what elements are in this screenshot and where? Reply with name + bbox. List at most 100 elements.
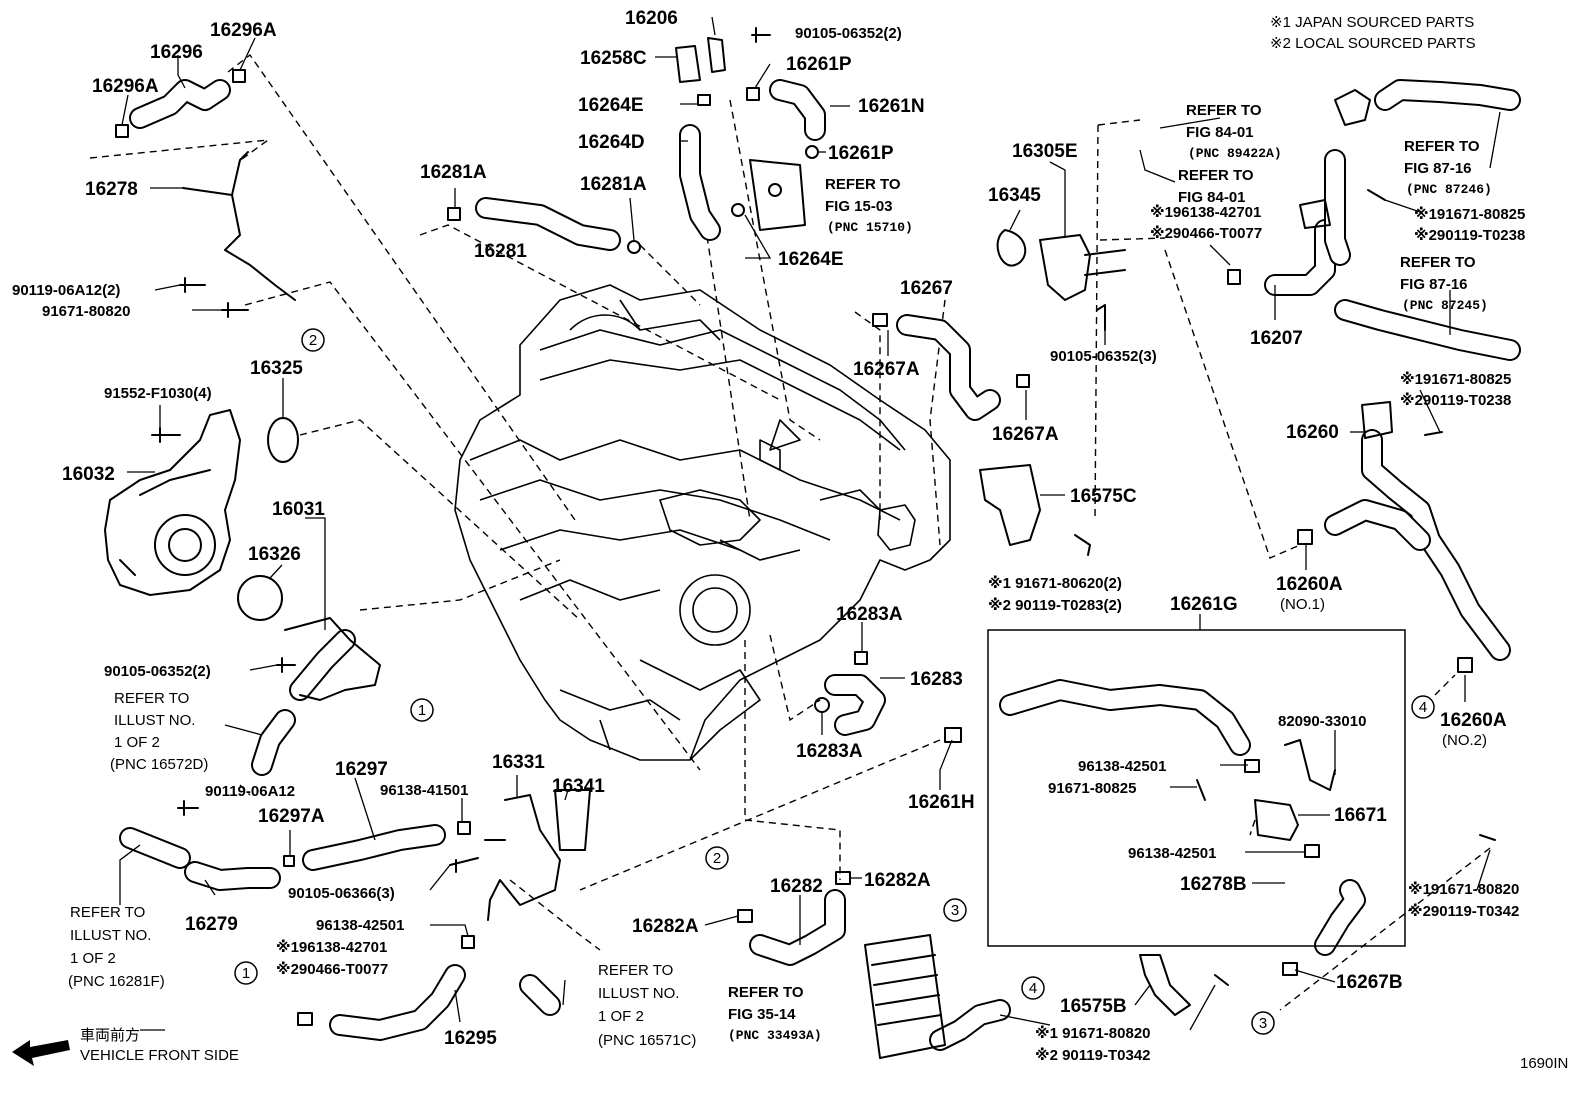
label-16278: 16278	[85, 179, 138, 200]
label-16282A-right: 16282A	[864, 870, 931, 891]
ref-illust-d-l1: REFER TO	[114, 690, 189, 707]
front-label-en: VEHICLE FRONT SIDE	[80, 1047, 239, 1064]
alt-ref-6-line2: ※2 90119-T0342	[1035, 1046, 1151, 1064]
label-16258C: 16258C	[580, 48, 647, 69]
ref-fig1503-l3: (PNC 15710)	[827, 220, 913, 235]
label-16260A-1: 16260A	[1276, 574, 1343, 595]
refer-to-figures: REFER TO FIG 84-01 (PNC 89422A) REFER TO…	[68, 102, 1492, 1049]
callout-4-a: 4	[1029, 980, 1037, 997]
label-16283A-bot: 16283A	[796, 741, 863, 762]
label-96138-42501-b: 96138-42501	[1128, 845, 1216, 862]
bracket-16575B	[1139, 954, 1191, 1016]
label-16282: 16282	[770, 876, 823, 897]
alt-ref-7-line1: ※196138-42701	[276, 938, 387, 956]
callout-markers: 2 1 1 2 3 4 4 3	[234, 328, 1435, 1035]
label-16575B: 16575B	[1060, 996, 1127, 1017]
alt-ref-4-line1: ※1 91671-80620(2)	[988, 574, 1122, 592]
label-16264D: 16264D	[578, 132, 645, 153]
gasket-16206	[675, 37, 726, 83]
alt-ref-5-line1: ※191671-80820	[1408, 880, 1519, 898]
ref-fig8716b-l2: FIG 87-16	[1400, 276, 1468, 293]
bracket-16575C	[979, 464, 1041, 546]
note-no1: (NO.1)	[1280, 596, 1325, 613]
label-16207: 16207	[1250, 328, 1303, 349]
part-labels: 16296A 16296 16296A 16278 90119-06A12(2)…	[12, 8, 1507, 1049]
label-96138-42501-a: 96138-42501	[1078, 758, 1166, 775]
ref-fig8401b-l2: FIG 84-01	[1178, 189, 1246, 206]
label-16325: 16325	[250, 358, 303, 379]
legend-local-sourced: ※2 LOCAL SOURCED PARTS	[1270, 35, 1476, 52]
label-16261P-mid: 16261P	[828, 143, 894, 164]
label-90119-06A12: 90119-06A12	[205, 783, 295, 800]
water-inlet-16031	[284, 617, 381, 701]
gasket-16326	[237, 575, 283, 621]
ref-fig8716b-l3: (PNC 87245)	[1402, 298, 1488, 313]
label-16260A-2: 16260A	[1440, 710, 1507, 731]
hoses	[119, 79, 1521, 1051]
label-16282A-left: 16282A	[632, 916, 699, 937]
connection-lines	[89, 53, 1491, 1011]
engine-block	[454, 284, 951, 761]
ref-fig8716a-l3: (PNC 87246)	[1406, 182, 1492, 197]
alt-ref-5-line2: ※290119-T0342	[1408, 902, 1519, 920]
label-16296A-left: 16296A	[92, 76, 159, 97]
label-16261N: 16261N	[858, 96, 925, 117]
label-16267B: 16267B	[1336, 972, 1403, 993]
label-91552-F1030: 91552-F1030(4)	[104, 385, 212, 402]
ref-illust-c-l2: ILLUST NO.	[598, 985, 679, 1002]
ref-fig8401a-l2: FIG 84-01	[1186, 124, 1254, 141]
callout-2-b: 2	[713, 850, 721, 867]
label-16267A-bot: 16267A	[992, 424, 1059, 445]
label-90105-06352-2-top: 90105-06352(2)	[795, 25, 902, 42]
ref-illust-f-l1: REFER TO	[70, 904, 145, 921]
callout-1-a: 1	[418, 702, 426, 719]
ref-illust-c-l4: (PNC 16571C)	[598, 1032, 696, 1049]
front-arrow-icon	[12, 1040, 70, 1066]
ref-illust-f-l3: 1 OF 2	[70, 950, 116, 967]
front-label-jp: 車両前方	[80, 1027, 140, 1044]
label-90105-06366-3: 90105-06366(3)	[288, 885, 395, 902]
label-16296A-top: 16296A	[210, 20, 277, 41]
label-16305E: 16305E	[1012, 141, 1078, 162]
label-16283: 16283	[910, 669, 963, 690]
label-16206: 16206	[625, 8, 678, 29]
label-16326: 16326	[248, 544, 301, 565]
ref-fig8401a-l1: REFER TO	[1186, 102, 1262, 119]
subassembly-box-16261G	[987, 629, 1406, 947]
label-91671-80820-left: 91671-80820	[42, 303, 130, 320]
label-16261H: 16261H	[908, 792, 975, 813]
leader-lines	[119, 16, 1501, 1031]
ref-illust-c-l1: REFER TO	[598, 962, 673, 979]
ref-fig8401b-l1: REFER TO	[1178, 167, 1254, 184]
label-16331: 16331	[492, 752, 545, 773]
label-16345: 16345	[988, 185, 1041, 206]
label-16261P-top: 16261P	[786, 54, 852, 75]
hose-assy-16207-upper	[1299, 89, 1371, 229]
cover-fig-15-03	[749, 159, 806, 231]
label-16264E-bot: 16264E	[778, 249, 844, 270]
label-96138-41501: 96138-41501	[380, 782, 468, 799]
ref-illust-d-l2: ILLUST NO.	[114, 712, 195, 729]
label-16279: 16279	[185, 914, 238, 935]
ref-fig3514-l3: (PNC 33493A)	[728, 1028, 822, 1043]
ref-fig8401a-l3: (PNC 89422A)	[1188, 146, 1282, 161]
label-16267: 16267	[900, 278, 953, 299]
label-82090-33010: 82090-33010	[1278, 713, 1366, 730]
ref-illust-c-l3: 1 OF 2	[598, 1008, 644, 1025]
label-16671: 16671	[1334, 805, 1387, 826]
callout-4-b: 4	[1419, 699, 1427, 716]
ref-fig1503-l1: REFER TO	[825, 176, 901, 193]
label-91671-80825-box: 91671-80825	[1048, 780, 1136, 797]
water-outlet-16305E	[996, 229, 1126, 301]
alt-ref-1-line2: ※290466-T0077	[1150, 224, 1262, 242]
label-16264E-top: 16264E	[578, 95, 644, 116]
ref-fig1503-l2: FIG 15-03	[825, 198, 893, 215]
ref-fig8716a-l1: REFER TO	[1404, 138, 1480, 155]
valve-16260	[1361, 401, 1393, 439]
ref-illust-d-l3: 1 OF 2	[114, 734, 160, 751]
callout-1-b: 1	[242, 965, 250, 982]
ref-fig3514-l1: REFER TO	[728, 984, 804, 1001]
alt-ref-4-line2: ※2 90119-T0283(2)	[988, 596, 1122, 614]
alt-ref-2-line1: ※191671-80825	[1414, 205, 1525, 223]
